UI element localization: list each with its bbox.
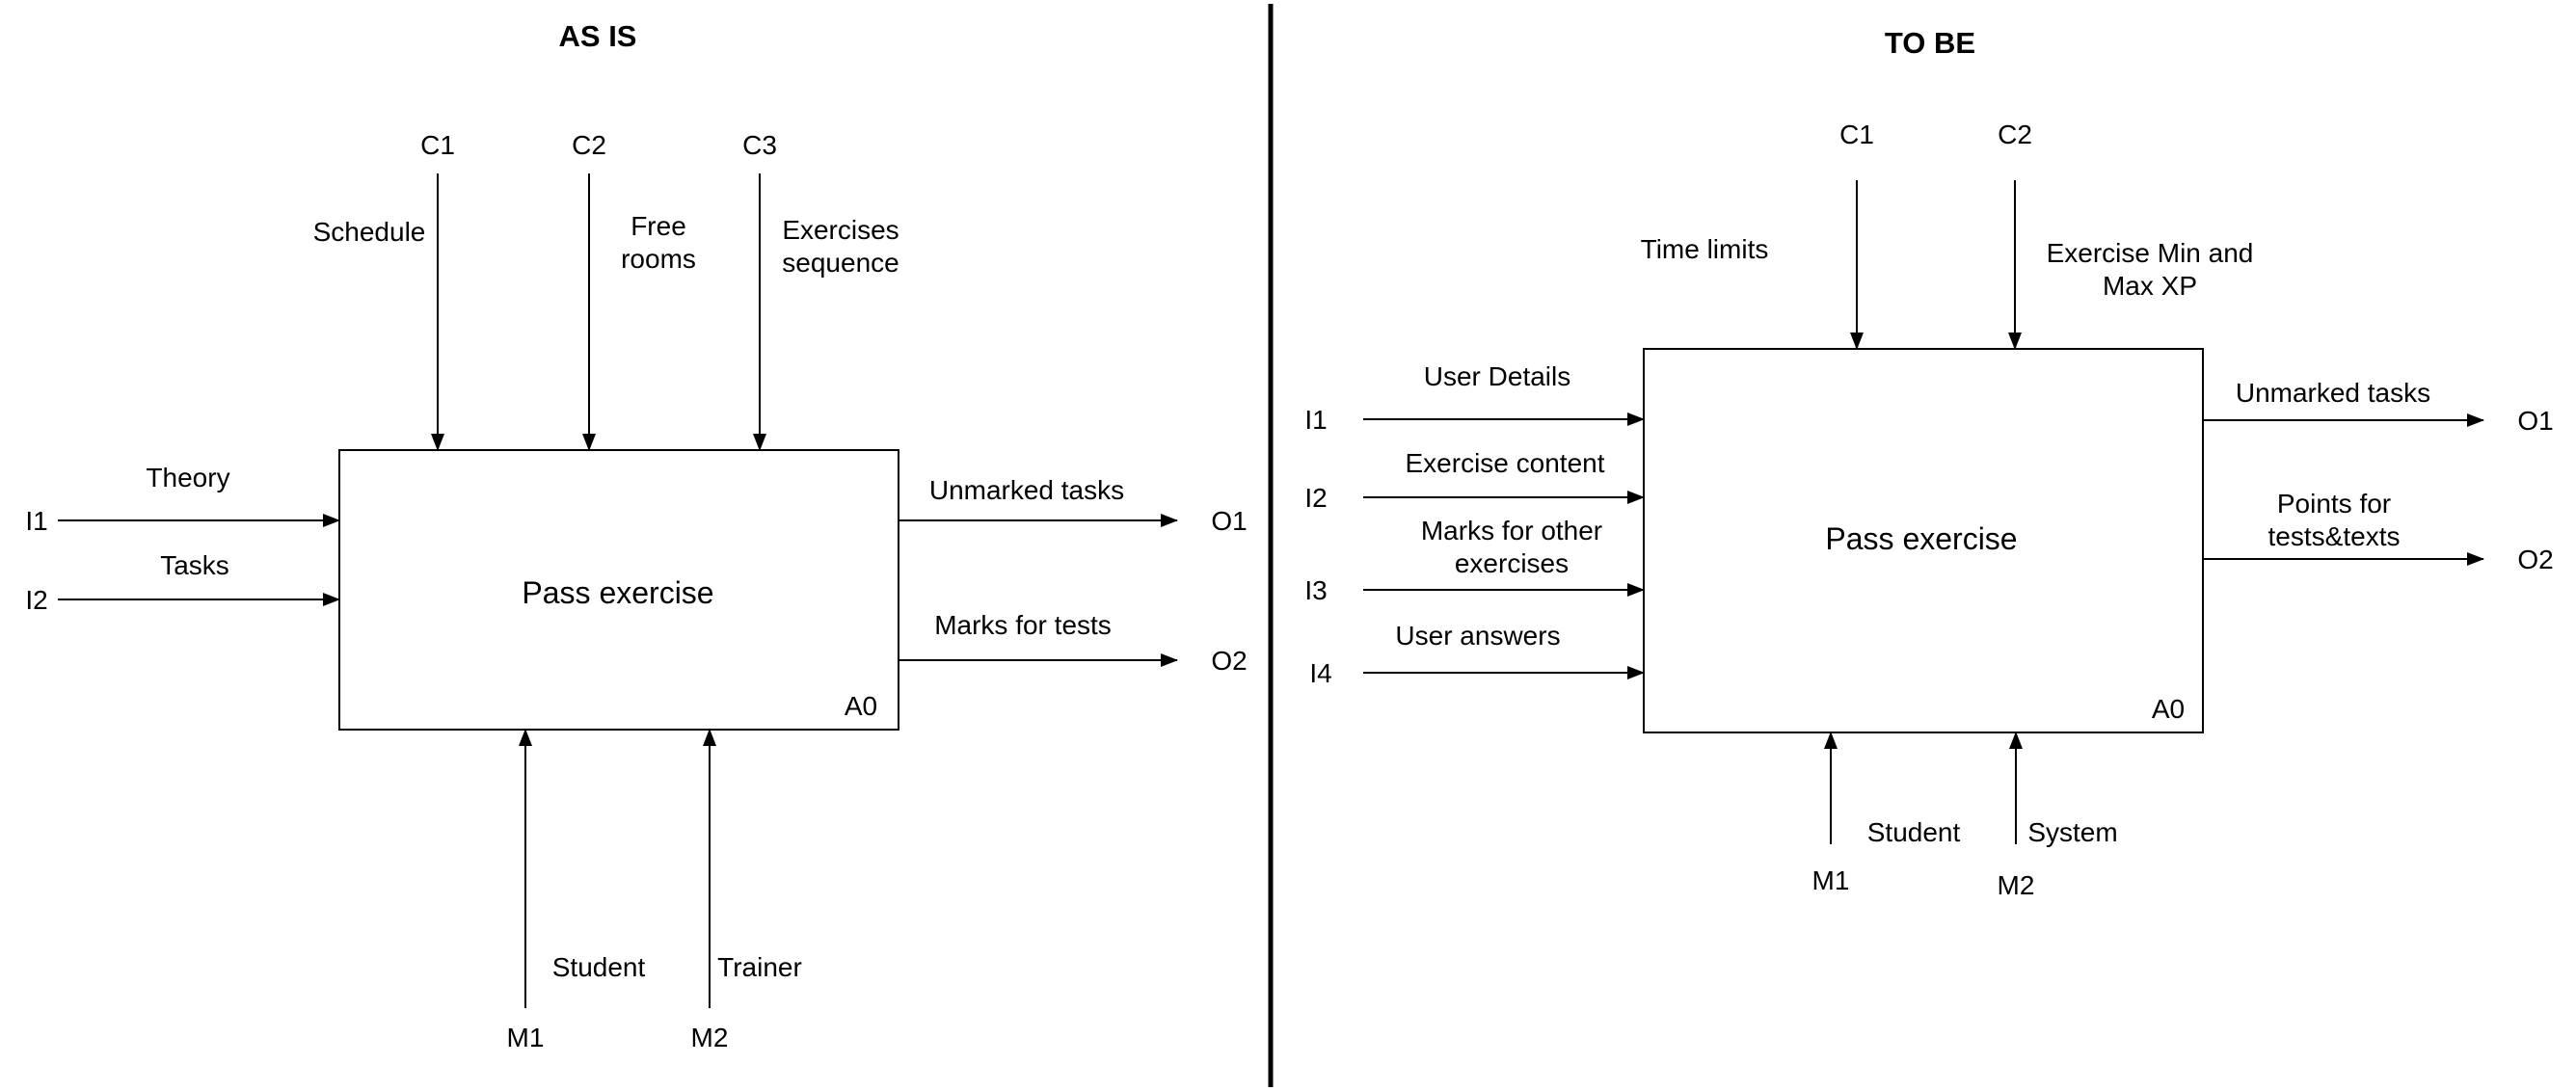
output-id-o2: O2 (1211, 646, 1247, 676)
input-label-i1: User Details (1424, 361, 1570, 391)
activity-box (1643, 348, 2204, 733)
output-label-o2: Marks for tests (934, 610, 1112, 640)
mechanism-id-m2: M2 (691, 1023, 729, 1052)
node-number: A0 (845, 691, 877, 721)
control-id-c2: C2 (1998, 120, 2032, 149)
control-id-c2: C2 (572, 130, 606, 160)
input-id-i1: I1 (1304, 405, 1327, 435)
mechanism-label-m1: Student (1867, 817, 1961, 847)
output-id-o1: O1 (2517, 406, 2553, 436)
mechanism-id-m1: M1 (507, 1023, 545, 1052)
input-id-i1: I1 (25, 506, 47, 536)
input-label-i1: Theory (146, 463, 229, 492)
input-id-i3: I3 (1304, 575, 1327, 605)
control-id-c3: C3 (742, 130, 777, 160)
output-id-o1: O1 (1211, 506, 1247, 536)
input-label-i2: Exercise content (1406, 448, 1605, 478)
mechanism-label-m1: Student (552, 952, 646, 982)
as-is-title: AS IS (559, 19, 637, 53)
mechanism-id-m1: M1 (1812, 865, 1850, 895)
mechanism-id-m2: M2 (1998, 870, 2035, 900)
output-label-o1: Unmarked tasks (2236, 378, 2430, 408)
input-id-i2: I2 (1304, 483, 1327, 513)
activity-box (338, 449, 899, 731)
input-id-i4: I4 (1309, 658, 1331, 688)
mechanism-label-m2: System (2027, 817, 2117, 847)
control-label-c1: Time limits (1641, 234, 1769, 264)
output-label-o1: Unmarked tasks (929, 475, 1124, 505)
input-label-i4: User answers (1395, 621, 1560, 651)
mechanism-label-m2: Trainer (717, 952, 802, 982)
control-label-c1: Schedule (313, 217, 426, 247)
control-id-c1: C1 (420, 130, 455, 160)
to-be-title: TO BE (1885, 26, 1975, 60)
node-number: A0 (2152, 694, 2185, 724)
activity-label: Pass exercise (1825, 521, 2017, 556)
input-id-i2: I2 (25, 585, 47, 615)
activity-label: Pass exercise (522, 575, 713, 610)
output-id-o2: O2 (2517, 545, 2553, 574)
control-id-c1: C1 (1839, 120, 1874, 149)
input-label-i2: Tasks (160, 550, 229, 580)
